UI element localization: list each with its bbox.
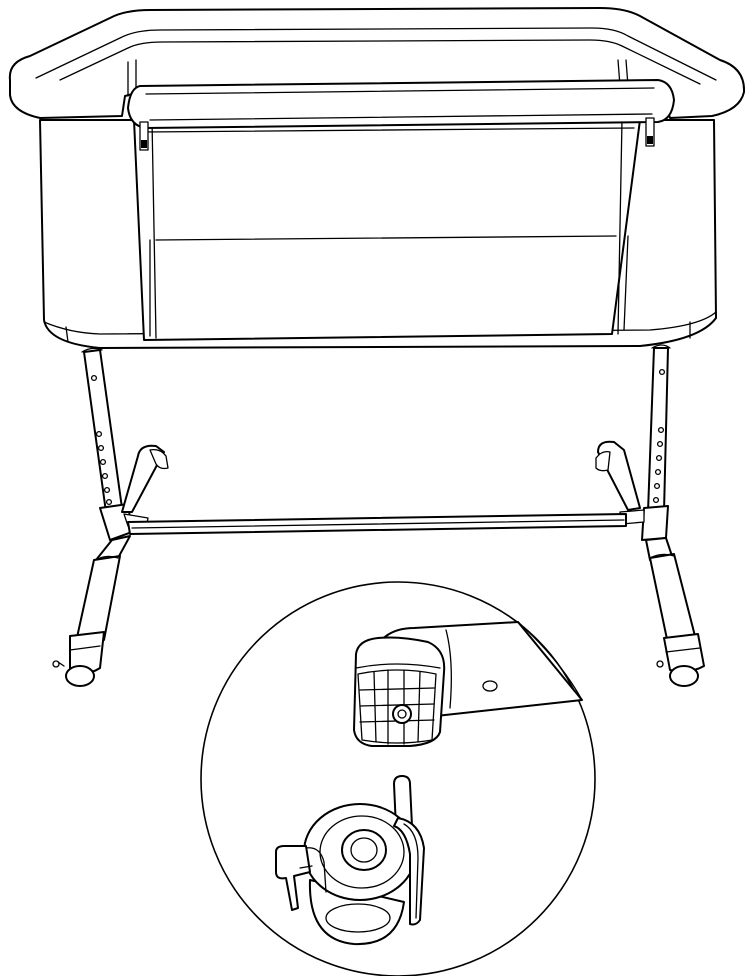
caster-stem	[393, 775, 413, 829]
right-side-buckle	[645, 117, 655, 147]
left-rear-foot	[121, 444, 165, 513]
right-leg-assembly	[595, 344, 705, 687]
mesh-panel-divider	[155, 235, 617, 241]
drop-side-top-bar	[127, 79, 675, 129]
leg-end-detail	[353, 621, 583, 747]
left-leg-assembly	[52, 347, 169, 687]
caster-wheel-detail	[275, 775, 425, 946]
bassinet-body	[8, 7, 746, 349]
right-leg-height-holes	[652, 368, 666, 504]
caster-hub	[341, 829, 387, 871]
left-side-buckle	[139, 121, 149, 151]
left-leg-height-holes	[90, 374, 113, 506]
bassinet-rim-inner-edge	[35, 27, 717, 81]
bassinet-bottom-band-inner	[65, 326, 69, 343]
left-leg-upper-tube	[83, 349, 123, 513]
leg-tube-hole	[482, 680, 498, 692]
right-front-foot	[649, 553, 697, 645]
detail-view	[200, 581, 596, 976]
drop-side-mesh-panel	[133, 119, 641, 341]
right-leg-joint	[641, 505, 669, 541]
left-front-foot	[75, 555, 121, 643]
bassinet-bottom-band	[43, 311, 717, 335]
end-cap-grip-grid	[357, 669, 437, 745]
caster-brake-lever	[275, 845, 311, 911]
mesh-panel-upper-edge	[143, 127, 635, 133]
base-crossbar	[127, 513, 627, 535]
